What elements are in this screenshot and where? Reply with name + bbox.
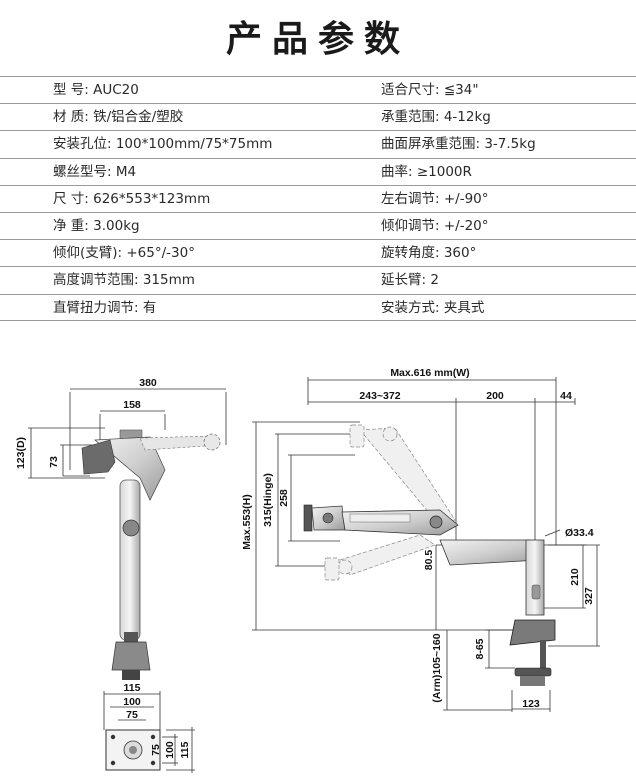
dim-arm: (Arm)105~160	[431, 633, 443, 702]
spec-left: 安装孔位: 100*100mm/75*75mm	[53, 136, 273, 153]
spec-row: 材 质: 铁/铝合金/塑胶 承重范围: 4-12kg	[0, 103, 636, 130]
dim-200: 200	[486, 390, 504, 402]
dim-75-side: 75	[150, 744, 162, 756]
dim-158: 158	[123, 399, 141, 411]
spec-left: 尺 寸: 626*553*123mm	[53, 190, 211, 207]
dim-123: 123	[522, 698, 540, 710]
side-view-arm	[81, 429, 221, 680]
spec-row: 倾仰(支臂): +65°/-30° 旋转角度: 360°	[0, 239, 636, 266]
dim-100-side: 100	[164, 741, 176, 759]
dim-8-65: 8-65	[474, 638, 486, 659]
dim-diameter: Ø33.4	[565, 527, 594, 539]
spec-right: 倾仰调节: +/-20°	[381, 217, 489, 234]
dim-44: 44	[560, 390, 572, 402]
spec-right: 旋转角度: 360°	[381, 245, 477, 262]
dim-max-height: Max.553(H)	[241, 494, 253, 549]
page-title: 产品参数	[225, 19, 410, 60]
arm-ghost-up	[349, 424, 456, 527]
dim-100-top: 100	[123, 696, 141, 708]
dim-115-top: 115	[124, 682, 141, 694]
spec-row: 直臂扭力调节: 有 安装方式: 夹具式	[0, 293, 636, 321]
spec-right: 延长臂: 2	[381, 272, 439, 289]
spec-left: 高度调节范围: 315mm	[53, 272, 195, 289]
spec-row: 净 重: 3.00kg 倾仰调节: +/-20°	[0, 211, 636, 239]
dim-115-side: 115	[179, 741, 191, 758]
dim-80-5: 80.5	[423, 550, 435, 571]
spec-right: 曲面屏承重范围: 3-7.5kg	[381, 136, 536, 153]
dim-123d: 123(D)	[15, 437, 27, 469]
monitor-arm	[303, 504, 556, 686]
dim-243-372: 243~372	[359, 390, 400, 402]
dim-hinge: 315(Hinge)	[262, 473, 274, 527]
spec-left: 材 质: 铁/铝合金/塑胶	[53, 109, 184, 126]
spec-row: 螺丝型号: M4 曲率: ≥1000R	[0, 157, 636, 185]
spec-row: 型 号: AUC20 适合尺寸: ≦34"	[0, 76, 636, 103]
spec-left: 螺丝型号: M4	[53, 163, 137, 180]
spec-left: 净 重: 3.00kg	[53, 217, 140, 234]
dimension-drawing: 380 158 123(D) 73 115 100 75 75 100 115	[15, 367, 600, 773]
dim-73: 73	[48, 456, 60, 468]
dim-327: 327	[583, 587, 595, 605]
dim-210: 210	[569, 568, 581, 586]
vesa-plate	[105, 729, 161, 771]
dim-75-top: 75	[126, 709, 138, 721]
spec-left: 型 号: AUC20	[53, 82, 139, 98]
spec-right: 曲率: ≥1000R	[381, 163, 472, 180]
spec-right: 左右调节: +/-90°	[381, 190, 489, 207]
spec-row: 安装孔位: 100*100mm/75*75mm 曲面屏承重范围: 3-7.5kg	[0, 130, 636, 157]
arm-ghost-down	[324, 534, 436, 581]
spec-left: 倾仰(支臂): +65°/-30°	[53, 245, 195, 262]
dim-max-width: Max.616 mm(W)	[390, 367, 469, 379]
spec-row: 尺 寸: 626*553*123mm 左右调节: +/-90°	[0, 184, 636, 212]
dim-380: 380	[139, 377, 157, 389]
spec-left: 直臂扭力调节: 有	[53, 299, 157, 316]
spec-row: 高度调节范围: 315mm 延长臂: 2	[0, 266, 636, 293]
spec-right: 安装方式: 夹具式	[381, 299, 485, 316]
spec-right: 适合尺寸: ≦34"	[381, 82, 479, 98]
spec-table: 型 号: AUC20 适合尺寸: ≦34" 材 质: 铁/铝合金/塑胶 承重范围…	[0, 76, 636, 321]
dim-258: 258	[278, 489, 290, 507]
spec-right: 承重范围: 4-12kg	[381, 109, 491, 126]
